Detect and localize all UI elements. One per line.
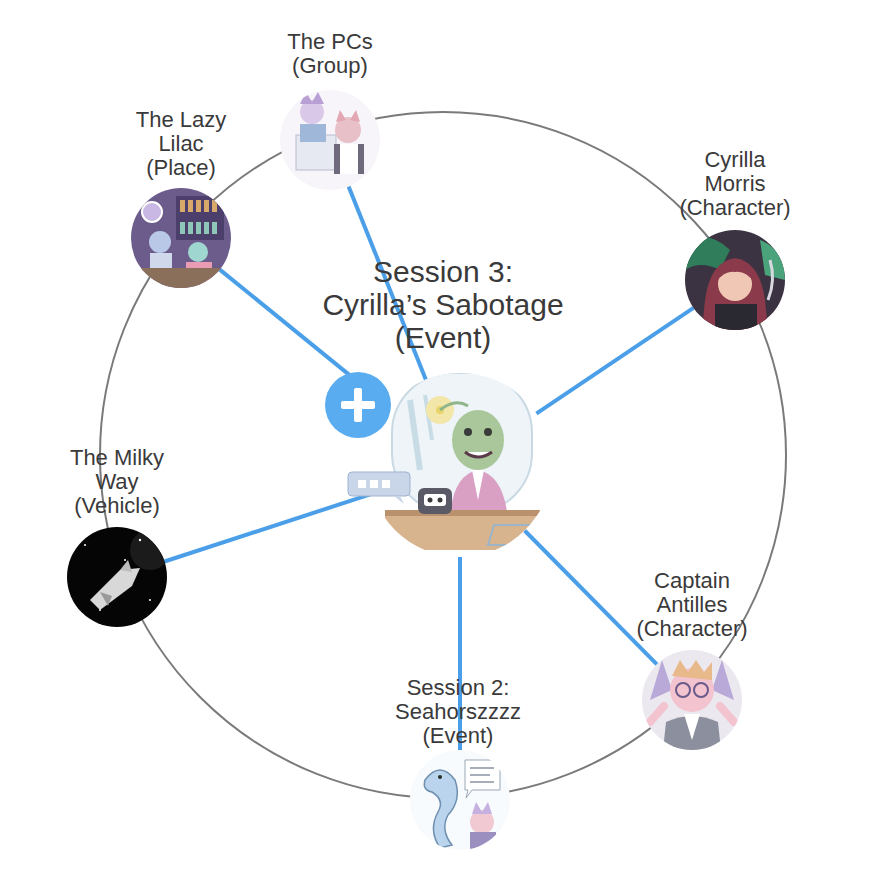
- session3-illustration: [368, 373, 552, 557]
- node-image-circle: [410, 750, 510, 850]
- session2-illustration: [410, 750, 510, 852]
- node-group: Captain Antilles (Character): [630, 569, 755, 750]
- node-image-circle: [685, 230, 785, 330]
- node-group: Cyrilla Morris (Character): [676, 148, 794, 330]
- node-image-circle: [368, 373, 552, 557]
- cyrilla-illustration: [685, 230, 785, 334]
- lazy-lilac-illustration: [131, 188, 231, 288]
- captain-illustration: [642, 650, 742, 760]
- node-label: The Milky Way (Vehicle): [60, 446, 175, 519]
- node-group: The Milky Way (Vehicle): [60, 446, 175, 627]
- hello-bubble: [348, 472, 410, 504]
- add-button: [325, 372, 391, 438]
- node-label: Captain Antilles (Character): [630, 569, 755, 642]
- connector-line: [536, 308, 693, 414]
- node-image-circle: [642, 650, 742, 750]
- node-label: The Lazy Lilac (Place): [129, 108, 234, 181]
- node-label: The PCs (Group): [270, 30, 390, 78]
- node-group: Session 2: Seahorszzzz (Event): [391, 676, 526, 850]
- node-group: The Lazy Lilac (Place): [129, 108, 234, 288]
- node-group: The PCs (Group): [270, 30, 390, 190]
- node-label: Session 2: Seahorszzzz (Event): [391, 676, 526, 749]
- node-image-circle: [67, 527, 167, 627]
- node-image-circle: [280, 90, 380, 190]
- node-group: Session 3: Cyrilla’s Sabotage (Event): [319, 255, 567, 557]
- milky-way-illustration: [67, 527, 170, 627]
- connector-line: [165, 494, 373, 562]
- node-label: Session 3: Cyrilla’s Sabotage (Event): [319, 255, 567, 354]
- connector-line: [525, 531, 657, 665]
- pcs-illustration: [280, 90, 380, 190]
- node-label: Cyrilla Morris (Character): [676, 148, 794, 221]
- node-image-circle: [131, 188, 231, 288]
